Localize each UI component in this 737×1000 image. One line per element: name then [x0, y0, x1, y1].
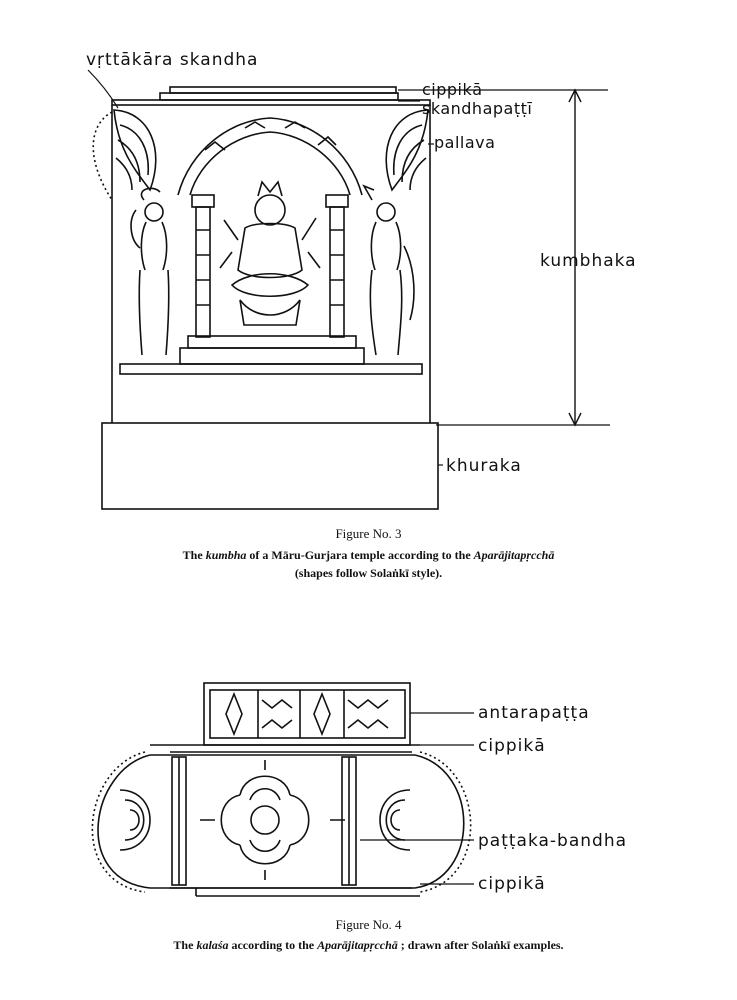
label-cippika-top: cippikā	[478, 736, 546, 756]
caption-text: of a Māru-Gurjara temple according to th…	[246, 548, 474, 562]
figure-4-caption: The kalaśa according to the Aparājitapṛc…	[0, 938, 737, 953]
figure-3-caption-line2: (shapes follow Solaṅkī style).	[294, 566, 443, 580]
caption-term: kalaśa	[196, 938, 229, 952]
caption-text: The	[182, 548, 206, 562]
figure-3-caption-title: Figure No. 3	[335, 526, 402, 541]
label-khuraka: khuraka	[446, 456, 522, 476]
label-antarapatta: antarapaṭṭa	[478, 703, 590, 723]
label-pallava: pallava	[434, 133, 496, 152]
caption-text: The	[173, 938, 197, 952]
caption-source: Aparājitapṛcchā	[473, 548, 555, 562]
caption-source: Aparājitapṛcchā	[317, 938, 398, 952]
figure-3-kumbha-drawing	[87, 69, 610, 510]
label-cippika-bottom: cippikā	[478, 874, 546, 894]
label-vrttakara-skandha: vṛttākāra skandha	[86, 50, 259, 70]
caption-term: kumbha	[205, 548, 247, 562]
caption-text: according to the	[228, 938, 318, 952]
figure-3-caption-line1: The kumbha of a Māru-Gurjara temple acco…	[0, 548, 737, 563]
pallava-right	[385, 109, 429, 192]
caption-text: ; drawn after Solaṅkī examples.	[397, 938, 564, 952]
label-kumbhaka: kumbhaka	[540, 251, 637, 271]
label-skandhapatti: skandhapaṭṭī	[422, 99, 533, 118]
figure-4-caption-title: Figure No. 4	[335, 917, 402, 932]
label-pattaka-bandha: paṭṭaka-bandha	[478, 831, 628, 851]
pallava-left	[113, 109, 157, 192]
label-cippika: cippikā	[422, 80, 483, 99]
